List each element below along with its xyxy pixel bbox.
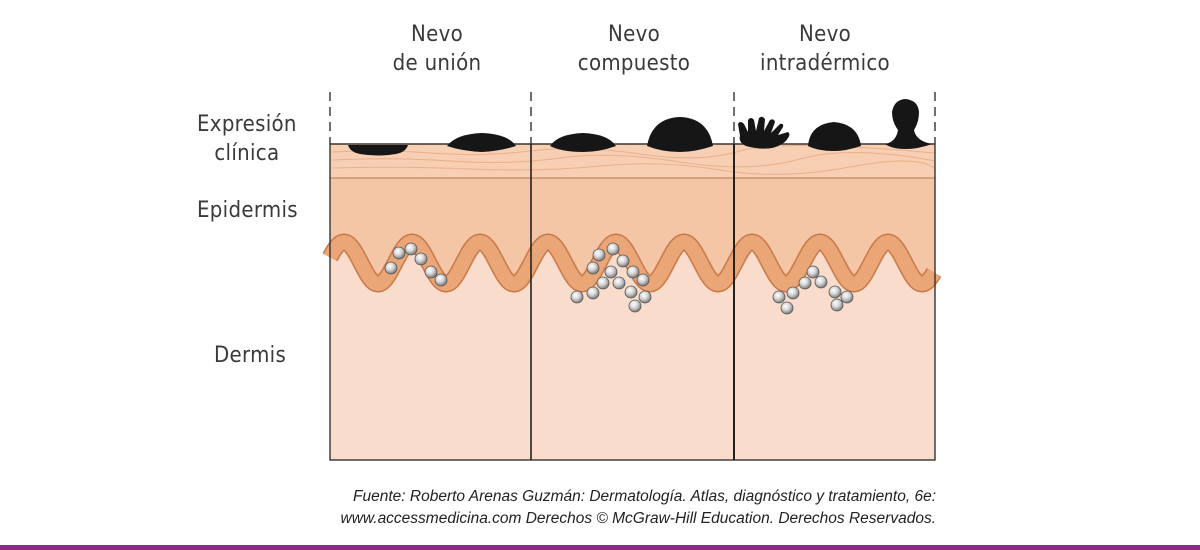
nevus-cells <box>384 242 854 315</box>
nevus-cell <box>828 285 842 299</box>
papillomatous-lesion <box>738 116 790 149</box>
column-title-line: Nevo <box>799 22 851 47</box>
nevus-cell <box>424 265 438 279</box>
nevus-cell <box>586 261 600 275</box>
pedunculated-lesion <box>885 99 932 149</box>
caption-line: Fuente: Roberto Arenas Guzmán: Dermatolo… <box>353 488 936 505</box>
nevus-cell <box>772 290 786 304</box>
nevus-cell <box>570 290 584 304</box>
nevus-cell <box>606 242 620 256</box>
nevus-cell <box>414 252 428 266</box>
column-title-line: Nevo <box>411 22 463 47</box>
column-title-line: Nevo <box>608 22 660 47</box>
nevus-cell <box>626 265 640 279</box>
nevus-cell <box>596 276 610 290</box>
caption-line: www.accessmedicina.com Derechos © McGraw… <box>340 510 936 527</box>
row-label-dermis: Dermis <box>214 343 287 368</box>
raised-dome-lesion <box>647 117 713 152</box>
nevus-cell <box>638 290 652 304</box>
nevus-cell <box>392 246 406 260</box>
nevus-cell <box>624 285 638 299</box>
nevus-cell <box>840 290 854 304</box>
nevus-cell <box>586 286 600 300</box>
nevus-cell <box>434 273 448 287</box>
row-label-epidermis: Epidermis <box>197 198 298 223</box>
nevus-cell <box>786 286 800 300</box>
row-label-line: Expresión <box>197 112 297 137</box>
nevus-cell <box>616 254 630 268</box>
column-title-line: de unión <box>392 51 482 76</box>
dome-lesion <box>550 133 616 152</box>
nevus-cell <box>806 265 820 279</box>
nevus-cell <box>636 273 650 287</box>
panel-border <box>329 143 936 461</box>
nevus-cell <box>830 298 844 312</box>
nevus-cell <box>612 276 626 290</box>
column-title-compound-nevus: Nevo compuesto <box>534 20 734 78</box>
nevus-cell <box>592 248 606 262</box>
column-title-line: intradérmico <box>760 51 890 76</box>
nevus-cell <box>780 301 794 315</box>
nevus-cell <box>814 275 828 289</box>
column-title-intradermal-nevus: Nevo intradérmico <box>725 20 925 78</box>
flat-macule-lesion <box>348 145 408 156</box>
nevus-cell <box>404 242 418 256</box>
source-caption: Fuente: Roberto Arenas Guzmán: Dermatolo… <box>341 486 936 530</box>
epidermis-layer <box>330 178 935 284</box>
dome-lesion <box>447 133 516 152</box>
nevus-cell <box>798 276 812 290</box>
column-title-junctional-nevus: Nevo de unión <box>337 20 537 78</box>
nevus-cell <box>604 265 618 279</box>
accent-bar <box>0 545 1200 550</box>
column-title-line: compuesto <box>577 51 691 76</box>
row-label-line: clínica <box>214 141 280 166</box>
dome-lesion <box>808 122 861 151</box>
row-label-clinical-expression: Expresión clínica <box>197 110 297 168</box>
dashed-dividers <box>329 92 936 144</box>
nevus-cell <box>384 261 398 275</box>
nevus-cell <box>628 299 642 313</box>
